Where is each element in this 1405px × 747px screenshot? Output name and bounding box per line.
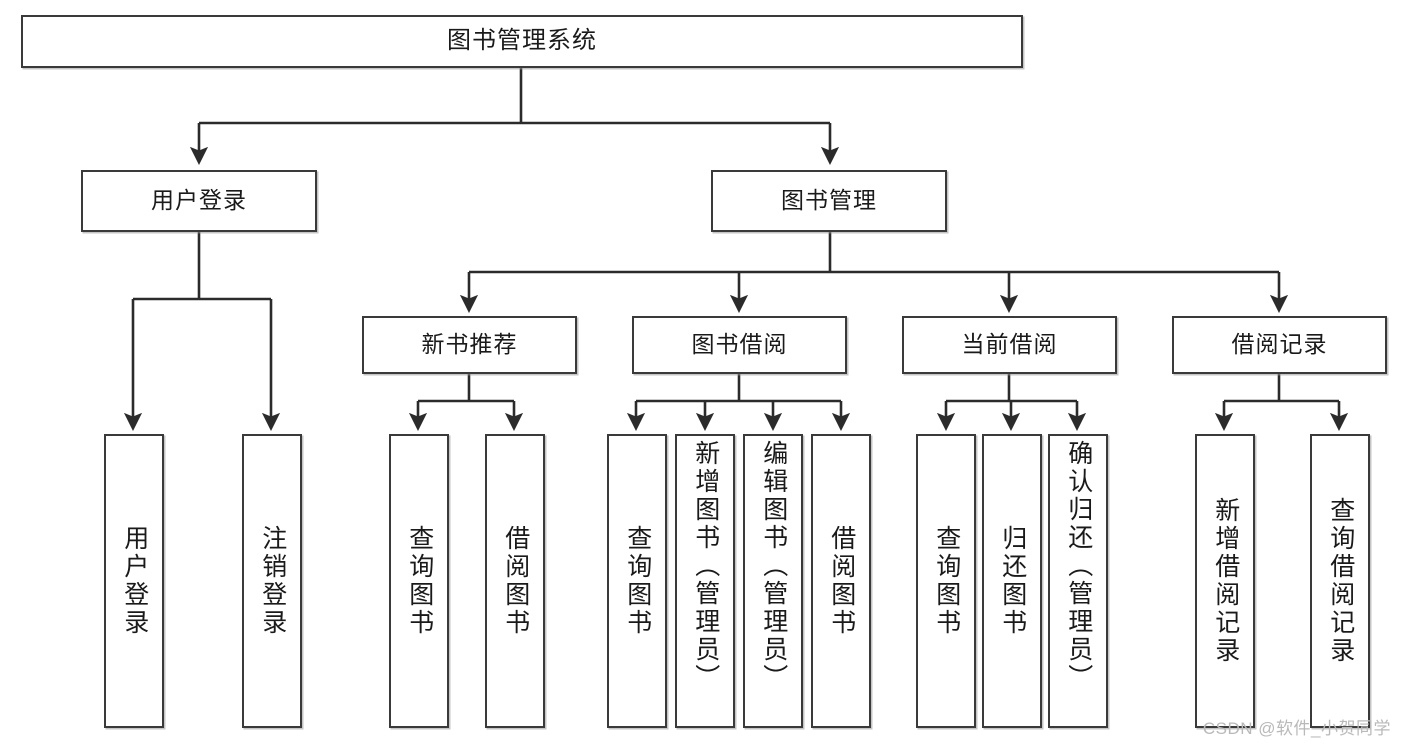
leaf-current-query-book[interactable]: 查询图书 xyxy=(916,434,976,728)
node-label: 借阅记录 xyxy=(1231,331,1328,358)
leaf-user-logout[interactable]: 注销登录 xyxy=(242,434,302,728)
node-label: 用户登录 xyxy=(120,525,149,637)
leaf-user-login[interactable]: 用户登录 xyxy=(104,434,164,728)
leaf-record-query-record[interactable]: 查询借阅记录 xyxy=(1310,434,1370,728)
node-new-book-recommend[interactable]: 新书推荐 xyxy=(362,316,577,374)
leaf-borrow-edit-book-admin[interactable]: 编辑图书（管理员） xyxy=(743,434,803,728)
node-borrow-record[interactable]: 借阅记录 xyxy=(1172,316,1387,374)
node-label: 新增借阅记录 xyxy=(1211,497,1240,665)
node-label: 新增图书（管理员） xyxy=(691,440,720,692)
leaf-borrow-query-book[interactable]: 查询图书 xyxy=(607,434,667,728)
leaf-newbook-query-book[interactable]: 查询图书 xyxy=(389,434,449,728)
csdn-watermark: CSDN @软件_小贺同学 xyxy=(1202,719,1391,738)
node-label: 图书管理系统 xyxy=(447,27,597,55)
node-user-login[interactable]: 用户登录 xyxy=(81,170,317,232)
node-label: 图书借阅 xyxy=(691,331,788,358)
node-root-system[interactable]: 图书管理系统 xyxy=(21,15,1023,68)
leaf-record-add-record[interactable]: 新增借阅记录 xyxy=(1195,434,1255,728)
node-label: 借阅图书 xyxy=(501,525,530,637)
node-label: 查询图书 xyxy=(405,525,434,637)
node-book-management[interactable]: 图书管理 xyxy=(711,170,947,232)
node-current-borrow[interactable]: 当前借阅 xyxy=(902,316,1117,374)
node-label: 注销登录 xyxy=(258,525,287,637)
leaf-current-return-book[interactable]: 归还图书 xyxy=(982,434,1042,728)
node-label: 查询图书 xyxy=(932,525,961,637)
leaf-borrow-add-book-admin[interactable]: 新增图书（管理员） xyxy=(675,434,735,728)
node-label: 确认归还（管理员） xyxy=(1064,440,1093,692)
node-label: 归还图书 xyxy=(998,525,1027,637)
node-label: 新书推荐 xyxy=(421,331,518,358)
leaf-current-confirm-return-admin[interactable]: 确认归还（管理员） xyxy=(1048,434,1108,728)
node-label: 编辑图书（管理员） xyxy=(759,440,788,692)
leaf-newbook-borrow-book[interactable]: 借阅图书 xyxy=(485,434,545,728)
node-label: 借阅图书 xyxy=(827,525,856,637)
leaf-borrow-lend-book[interactable]: 借阅图书 xyxy=(811,434,871,728)
node-label: 查询图书 xyxy=(623,525,652,637)
node-label: 当前借阅 xyxy=(961,331,1058,358)
node-book-borrow[interactable]: 图书借阅 xyxy=(632,316,847,374)
node-label: 图书管理 xyxy=(781,187,877,214)
node-label: 用户登录 xyxy=(151,187,247,214)
node-label: 查询借阅记录 xyxy=(1326,497,1355,665)
